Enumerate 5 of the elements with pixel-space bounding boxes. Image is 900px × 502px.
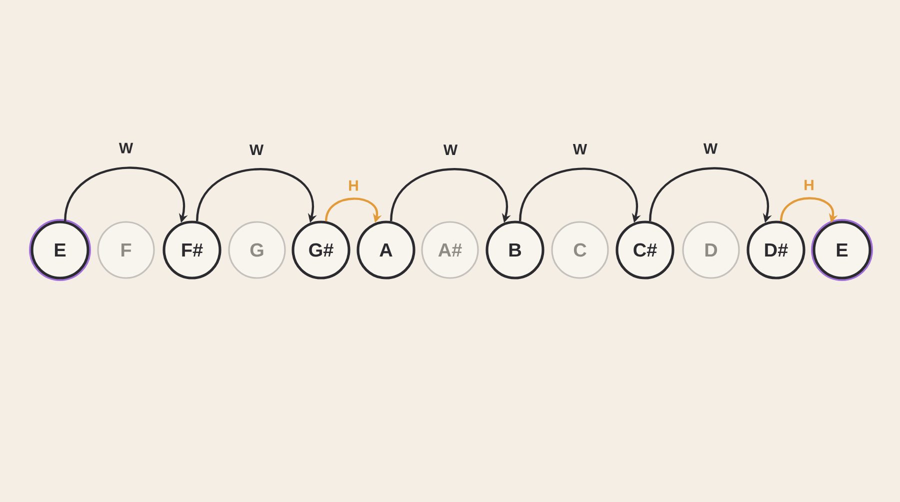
- edge-label: H: [802, 178, 816, 192]
- edge-label: H: [347, 179, 360, 192]
- edge-label: W: [442, 144, 459, 156]
- edge-label: W: [248, 144, 265, 156]
- edge-label: W: [572, 143, 588, 156]
